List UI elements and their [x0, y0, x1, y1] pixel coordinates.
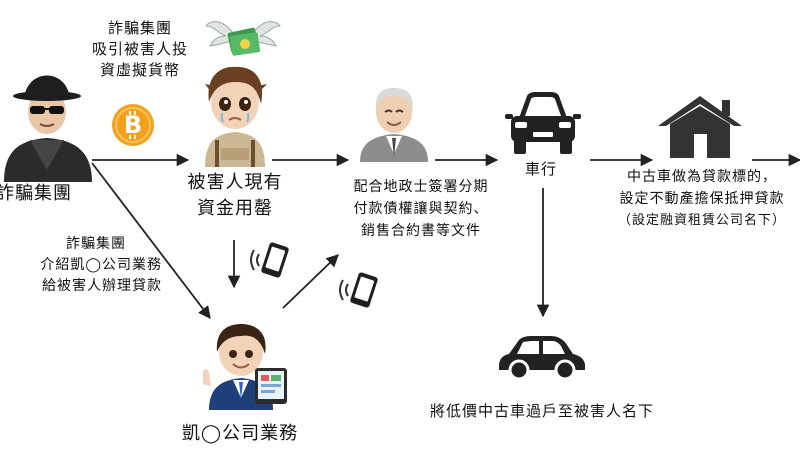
- scam-intro-text: 詐騙集團 介紹凱◯公司業務 給被害人辦理貸款: [0, 234, 162, 297]
- victim-label-line-1: 被害人現有: [187, 172, 283, 193]
- scam-tag-line-1: 詐騙集團: [107, 19, 172, 37]
- property-line-3: （設定融資租賃公司名下）: [617, 213, 786, 228]
- scam-intro-line-1: 詐騙集團: [66, 236, 126, 252]
- arrow-scam-to-company: [91, 162, 211, 320]
- crying-victim-icon: [205, 66, 267, 167]
- phone-call-icon-2: [339, 272, 378, 308]
- house-icon: [658, 96, 742, 158]
- notary-line-3: 銷售合約書等文件: [361, 223, 481, 239]
- arrow-company-to-notary: [282, 254, 339, 309]
- victim-label-line-2: 資金用罄: [197, 198, 273, 219]
- property-loan-text: 中古車做為貸款標的， 設定不動產擔保抵押貸款 （設定融資租賃公司名下）: [595, 166, 800, 232]
- scam-tag-text: 詐騙集團 吸引被害人投 資虛擬貨幣: [80, 18, 200, 81]
- scam-tag-line-2: 吸引被害人投: [91, 40, 188, 58]
- property-line-1: 中古車做為貸款標的，: [627, 169, 777, 185]
- bitcoin-icon: B: [112, 104, 154, 146]
- scam-group-label: 詐騙集團: [0, 183, 72, 204]
- scam-intro-line-3: 給被害人辦理貸款: [42, 278, 162, 294]
- svg-text:B: B: [124, 111, 142, 139]
- business-agent-icon: [203, 324, 287, 410]
- scam-tag-line-3: 資虛擬貨幣: [99, 61, 180, 79]
- notary-line-1: 配合地政士簽署分期: [353, 179, 489, 195]
- flying-money-icon: [205, 21, 281, 56]
- victim-label: 被害人現有 資金用罄: [178, 170, 292, 222]
- elderly-notary-icon: [360, 88, 428, 162]
- dealer-label: 車行: [524, 160, 557, 178]
- transfer-label: 將低價中古車過戶至被害人名下: [429, 402, 654, 420]
- hooded-scammer-icon: [4, 75, 92, 182]
- car-front-icon: [505, 92, 581, 154]
- scam-intro-line-2: 介紹凱◯公司業務: [40, 257, 162, 273]
- property-line-2: 設定不動產擔保抵押貸款: [619, 191, 785, 207]
- phone-call-icon: [250, 242, 289, 278]
- car-side-icon: [499, 336, 585, 381]
- company-agent-label: 凱◯公司業務: [181, 423, 299, 444]
- notary-docs-text: 配合地政士簽署分期 付款債權讓與契約、 銷售合約書等文件: [326, 176, 516, 242]
- notary-line-2: 付款債權讓與契約、: [353, 201, 489, 217]
